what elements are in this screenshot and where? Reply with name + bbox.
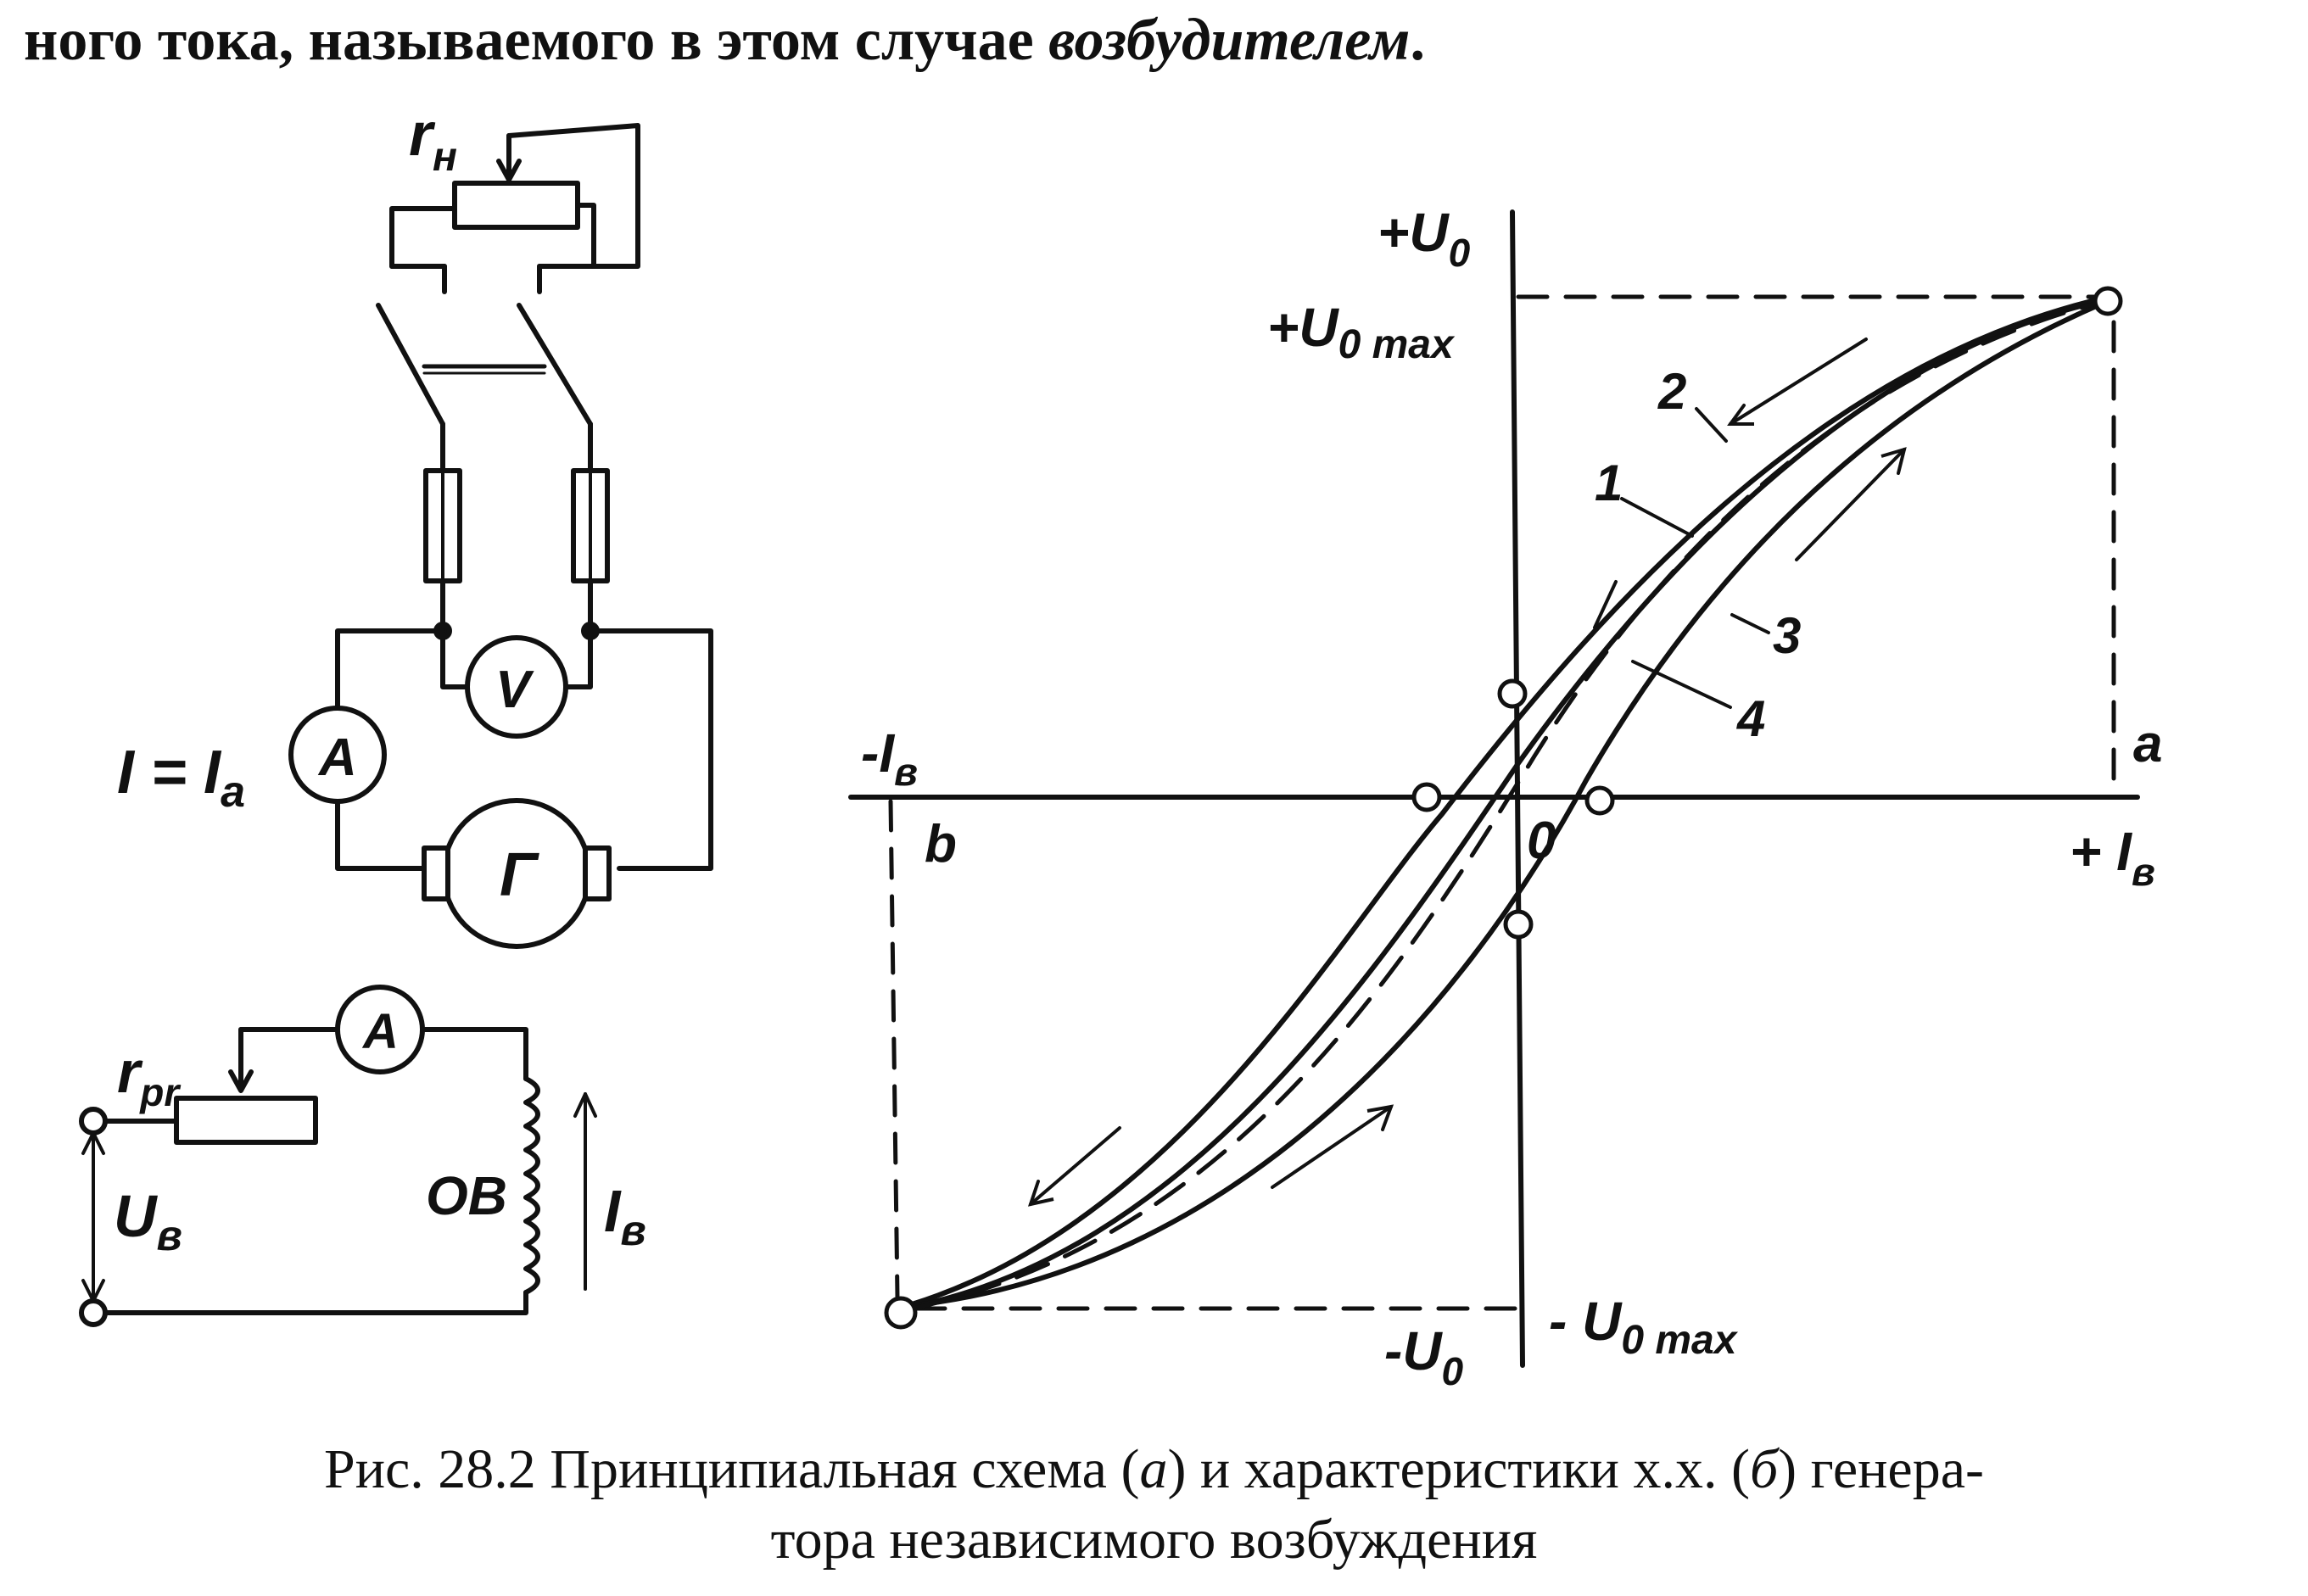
point-top-right [2093, 286, 2123, 316]
figure-caption-line1: Рис. 28.2 Принципиальная схема (а) и хар… [0, 1437, 2308, 1502]
y-negative-max-label: - U0 max [1549, 1291, 1739, 1363]
point-coercive-left [1411, 782, 1442, 812]
curve-2 [909, 296, 2104, 1307]
field-winding [523, 1076, 540, 1295]
curve-2-label: 2 [1657, 363, 1686, 420]
figure-caption-line2: тора независимого возбуждения [770, 1509, 1538, 1571]
field-winding-label: OB [426, 1165, 507, 1226]
curve-4 [914, 299, 2104, 1310]
top-text-emphasis: возбудителем [1048, 8, 1411, 73]
origin-label: 0 [1527, 812, 1556, 870]
voltmeter-label: V [495, 661, 534, 719]
caption-a: а [1139, 1438, 1168, 1500]
fuse-left [423, 468, 462, 583]
point-a-label: a [2133, 715, 2162, 773]
point-bottom-left [884, 1296, 918, 1330]
ammeter-excitation-label: A [361, 1004, 399, 1059]
fuse-right [571, 468, 610, 583]
curve-3-label: 3 [1773, 607, 1801, 664]
voltmeter [465, 635, 568, 739]
load-rheostat [389, 123, 640, 294]
x-negative-label: -Iв [861, 723, 918, 794]
caption-mid: ) и характеристики х.х. ( [1167, 1438, 1750, 1500]
point-remanent-top [1497, 678, 1528, 709]
excitation-rheostat [174, 1096, 318, 1145]
load-rheostat-label: rн [409, 101, 457, 180]
excitation-terminal-top [79, 1107, 108, 1136]
top-text-prefix: ного тока, называемого в этом случае [24, 8, 1049, 73]
curve-1-label: 1 [1595, 455, 1623, 511]
y-axis [1510, 209, 1525, 1368]
caption-prefix: Рис. 28.2 Принципиальная схема ( [323, 1438, 1140, 1500]
x-positive-label: + Iв [2070, 821, 2155, 894]
top-text-suffix: . [1410, 8, 1425, 73]
excitation-voltage-label: Uв [114, 1183, 182, 1259]
excitation-current-label: Iв [604, 1178, 646, 1254]
excitation-terminal-bottom [79, 1298, 108, 1327]
y-positive-max-label: +U0 max [1267, 297, 1456, 367]
current-label: I = Ia [117, 739, 245, 817]
y-positive-label: +U0 [1378, 202, 1471, 275]
point-coercive-right [1584, 785, 1615, 816]
y-negative-label: -U0 [1384, 1320, 1464, 1393]
circuit-diagram [79, 123, 713, 1327]
switch [376, 303, 593, 473]
ammeter-load-label: A [317, 728, 357, 787]
characteristics-graph [848, 209, 2140, 1368]
excitation-rheostat-label: rpr [117, 1039, 181, 1114]
caption-suffix: ) генера- [1778, 1438, 1984, 1500]
curve-4-label: 4 [1736, 690, 1765, 747]
caption-b: б [1749, 1438, 1779, 1500]
top-text-line: ного тока, называемого в этом случае воз… [24, 7, 1425, 75]
point-b-label: b [925, 815, 957, 873]
curve-3 [905, 301, 2104, 1309]
point-remanent-bottom [1503, 909, 1534, 940]
generator-label: Г [500, 841, 539, 909]
